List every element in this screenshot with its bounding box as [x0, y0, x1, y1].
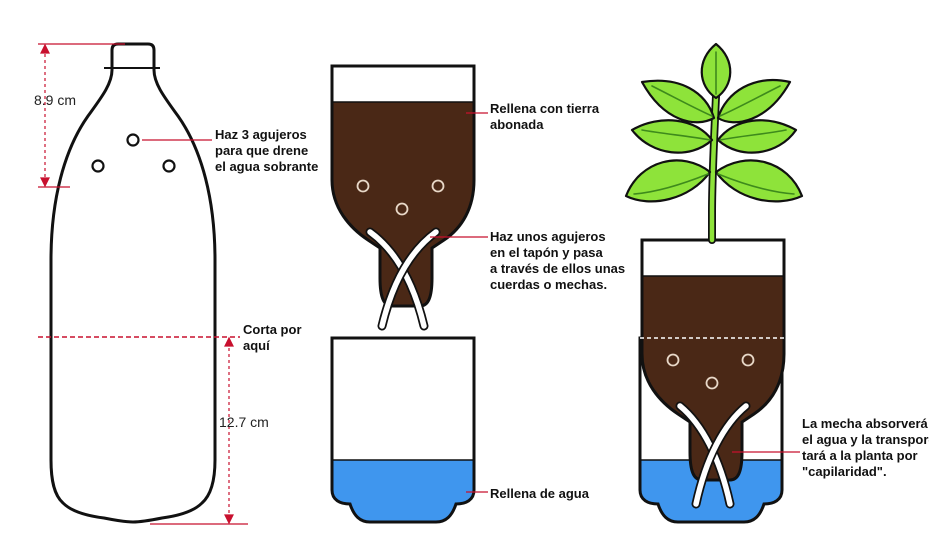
assembled-planter [624, 42, 804, 524]
measurement-top-label: 8.9 cm [34, 92, 77, 108]
wick-holes-annotation: Haz unos agujeros en el tapón y pasa a t… [490, 229, 626, 292]
wick [365, 227, 441, 331]
drain-hole [666, 353, 680, 367]
container-outline [330, 336, 476, 524]
drain-hole [126, 133, 140, 147]
soil-annotation: Rellena con tierra abonada [490, 101, 600, 132]
water-container [330, 336, 476, 524]
measurement-bottom-label: 12.7 cm [219, 414, 269, 430]
leaf [630, 119, 714, 154]
bottom-measurement-marker [150, 336, 248, 525]
drain-hole [431, 179, 445, 193]
leaf [640, 79, 716, 124]
top-measurement-marker [38, 43, 125, 188]
drain-hole [356, 179, 370, 193]
reservoir-outline [638, 336, 784, 524]
drain-hole [395, 202, 409, 216]
drain-hole [91, 159, 105, 173]
inverted-bottle-top [330, 64, 476, 331]
water-annotation: Rellena de agua [490, 486, 589, 501]
leaf [716, 119, 798, 154]
pot-outline [640, 238, 786, 482]
drain-hole [162, 159, 176, 173]
holes-annotation: Haz 3 agujeros para que drene el agua so… [215, 127, 319, 174]
capillarity-annotation: La mecha absorverá el agua y la transpor… [802, 416, 929, 479]
leaf [624, 159, 712, 203]
cut-annotation: Corta por aquí [243, 322, 302, 353]
drain-hole [705, 376, 719, 390]
water-fill [640, 460, 782, 522]
drain-hole [741, 353, 755, 367]
leaf [714, 159, 804, 203]
full-bottle [38, 42, 240, 524]
plant [624, 42, 804, 244]
wick [675, 401, 751, 509]
water-fill [332, 460, 474, 522]
bottle-outline [49, 42, 217, 524]
